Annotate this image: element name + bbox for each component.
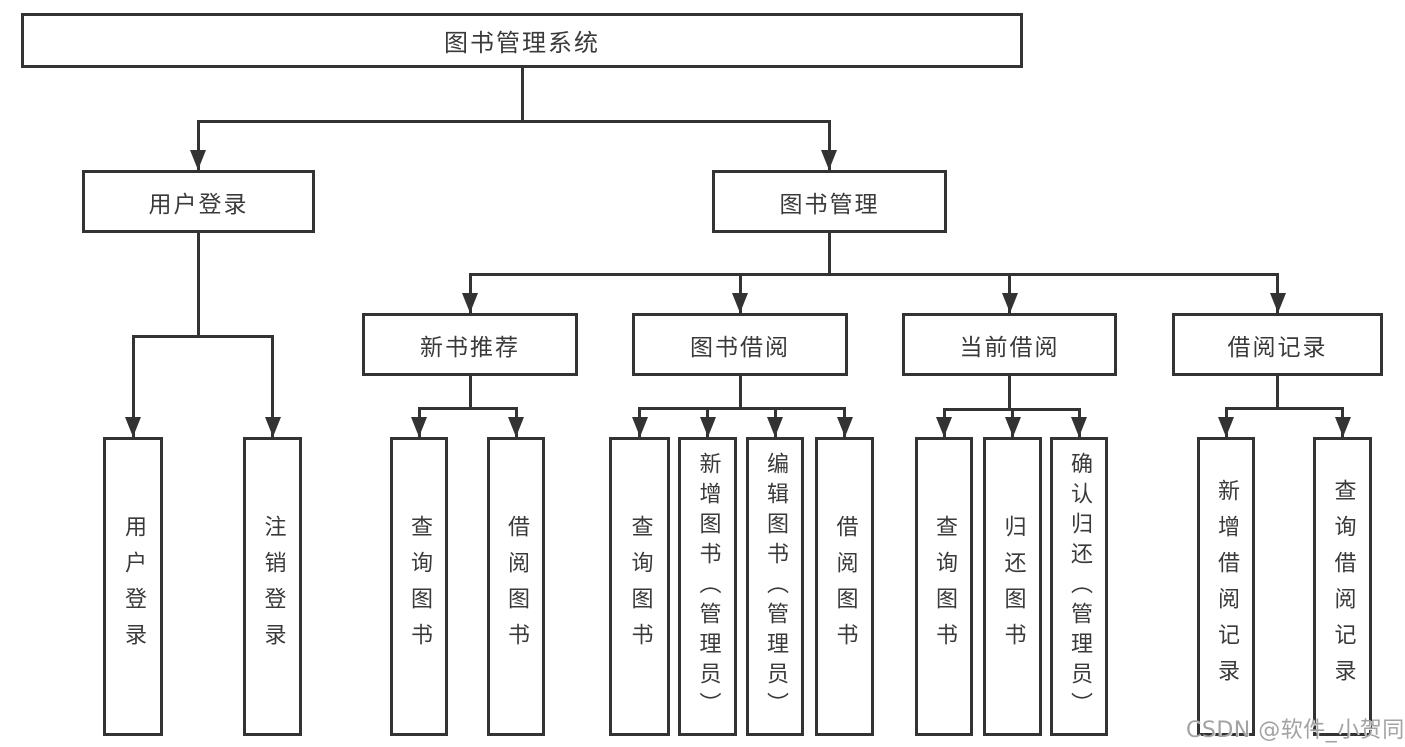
leaf-current-return-books: 归还图书 [983, 437, 1042, 736]
arrowhead-nb-borrow [508, 417, 524, 437]
arrowhead-rec-add [1218, 417, 1234, 437]
node-label: 借阅记录 [1227, 334, 1328, 361]
arrowhead-book-borrow [732, 293, 748, 313]
leaf-borrow-add-books-admin: 新增图书（管理员） [678, 437, 737, 736]
arrowhead-bb-query [631, 417, 648, 437]
node-label: 用户登录 [148, 191, 249, 218]
leaf-records-query-record: 查询借阅记录 [1313, 437, 1372, 736]
arrowhead-new-book [462, 293, 478, 313]
csdn-watermark: CSDN @软件_小贺同学 [1186, 718, 1405, 743]
leaf-user-login: 用户登录 [103, 437, 163, 736]
connector-drop-book-mgmt [828, 120, 831, 170]
arrowhead-cb-confirm [1071, 417, 1087, 437]
arrowhead-cb-query [936, 417, 952, 437]
connector-bookmgmt-stem [828, 233, 831, 275]
node-label: 借阅图书 [832, 514, 858, 659]
arrowhead-user-login [190, 150, 206, 170]
node-label: 注销登录 [260, 514, 286, 659]
node-label: 新书推荐 [420, 334, 520, 361]
node-library-management-system: 图书管理系统 [21, 13, 1023, 68]
arrowhead-book-mgmt [821, 150, 837, 170]
node-label: 查询图书 [627, 514, 653, 659]
connector-newbook-bar [417, 407, 518, 410]
node-label: 查询图书 [407, 514, 432, 659]
connector-drop-login-leaf [131, 335, 135, 437]
connector-records-bar [1224, 407, 1344, 410]
leaf-current-confirm-return-admin: 确认归还（管理员） [1050, 437, 1108, 736]
connector-currentborrow-stem [1008, 376, 1011, 410]
connector-userlogin-bar [131, 335, 274, 338]
leaf-borrow-query-books: 查询图书 [609, 437, 670, 736]
leaf-newbook-borrow-books: 借阅图书 [487, 437, 545, 736]
connector-bookmgmt-bar [468, 273, 1279, 276]
node-book-management: 图书管理 [712, 170, 947, 233]
node-label: 图书管理系统 [444, 29, 600, 57]
arrowhead-logout-leaf [264, 417, 281, 437]
node-label: 查询图书 [932, 514, 957, 659]
connector-newbook-stem [468, 376, 472, 409]
arrowhead-cb-return [1004, 417, 1021, 437]
connector-drop-user-login [197, 120, 200, 170]
connector-root-bar [197, 120, 831, 123]
node-book-borrow: 图书借阅 [632, 313, 848, 376]
connector-records-stem [1276, 376, 1279, 409]
node-current-borrow: 当前借阅 [902, 313, 1117, 376]
node-label: 借阅图书 [504, 514, 529, 659]
arrowhead-rec-query [1334, 417, 1351, 437]
arrowhead-bb-borrow [836, 417, 853, 437]
node-label: 确认归还（管理员） [1067, 451, 1092, 722]
leaf-newbook-query-books: 查询图书 [390, 437, 448, 736]
connector-bookborrow-bar [638, 407, 846, 410]
leaf-records-add-record: 新增借阅记录 [1197, 437, 1255, 736]
connector-drop-logout-leaf [271, 335, 274, 437]
node-label: 图书管理 [779, 191, 880, 218]
arrowhead-bb-add [699, 417, 716, 437]
node-label: 编辑图书（管理员） [763, 451, 788, 722]
connector-userlogin-stem [197, 233, 200, 337]
arrowhead-login-leaf [125, 417, 141, 437]
node-label: 查询借阅记录 [1330, 478, 1356, 695]
arrowhead-nb-query [411, 417, 427, 437]
arrowhead-current-borrow [1001, 293, 1018, 313]
node-label: 新增借阅记录 [1214, 478, 1239, 695]
node-label: 用户登录 [121, 514, 146, 659]
leaf-logout: 注销登录 [243, 437, 302, 736]
connector-root-stem [520, 68, 524, 123]
node-borrow-records: 借阅记录 [1172, 313, 1383, 376]
arrowhead-borrow-records [1269, 293, 1286, 313]
node-label: 当前借阅 [959, 334, 1060, 361]
leaf-current-query-books: 查询图书 [915, 437, 973, 736]
node-label: 新增图书（管理员） [695, 451, 721, 722]
arrowhead-bb-edit [767, 417, 783, 437]
node-new-book-recommend: 新书推荐 [362, 313, 578, 376]
leaf-borrow-edit-books-admin: 编辑图书（管理员） [746, 437, 804, 736]
node-user-login: 用户登录 [82, 170, 315, 233]
node-label: 图书借阅 [690, 334, 790, 361]
leaf-borrow-borrow-books: 借阅图书 [815, 437, 874, 736]
node-label: 归还图书 [1000, 514, 1026, 659]
connector-bookborrow-stem [738, 376, 742, 409]
